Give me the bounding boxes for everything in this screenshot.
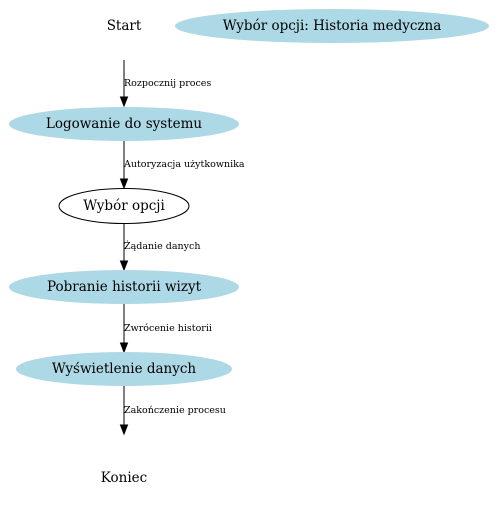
- node-login: Logowanie do systemu: [9, 107, 239, 141]
- node-fetch-label: Pobranie historii wizyt: [47, 279, 202, 295]
- node-title: Wybór opcji: Historia medyczna: [175, 9, 489, 43]
- edge-label: Rozpocznij proces: [124, 78, 211, 89]
- node-choice-label: Wybór opcji: [83, 198, 165, 214]
- edge-login-to-choice: Autoryzacja użytkownika: [119, 141, 245, 190]
- edge-display-to-end: Zakończenie procesu: [119, 386, 226, 436]
- edge-label: Zwrócenie historii: [124, 323, 212, 334]
- edge-label: Żądanie danych: [124, 240, 200, 252]
- arrow-head: [119, 178, 129, 190]
- node-fetch: Pobranie historii wizyt: [9, 270, 239, 304]
- edge-fetch-to-display: Zwrócenie historii: [119, 304, 212, 354]
- arrow-head: [119, 96, 129, 108]
- node-choice: Wybór opcji: [58, 188, 190, 224]
- node-start: Start: [107, 18, 142, 34]
- node-title-label: Wybór opcji: Historia medyczna: [223, 18, 442, 34]
- node-end-label: Koniec: [101, 470, 147, 486]
- edge-label: Autoryzacja użytkownika: [123, 159, 245, 170]
- node-login-shape: [9, 107, 239, 141]
- node-fetch-shape: [9, 270, 239, 304]
- arrow-head: [119, 424, 129, 436]
- node-end: Koniec: [101, 470, 147, 486]
- node-login-label: Logowanie do systemu: [46, 116, 203, 132]
- node-display-label: Wyświetlenie danych: [52, 361, 197, 377]
- node-title-shape: [175, 9, 489, 43]
- edge-start-to-login: Rozpocznij proces: [119, 60, 211, 108]
- edge-label: Zakończenie procesu: [124, 405, 226, 416]
- node-display: Wyświetlenie danych: [16, 352, 232, 386]
- node-start-label: Start: [107, 18, 142, 34]
- arrow-head: [119, 260, 129, 272]
- arrow-head: [119, 342, 129, 354]
- node-display-shape: [16, 352, 232, 386]
- edge-choice-to-fetch: Żądanie danych: [119, 223, 200, 272]
